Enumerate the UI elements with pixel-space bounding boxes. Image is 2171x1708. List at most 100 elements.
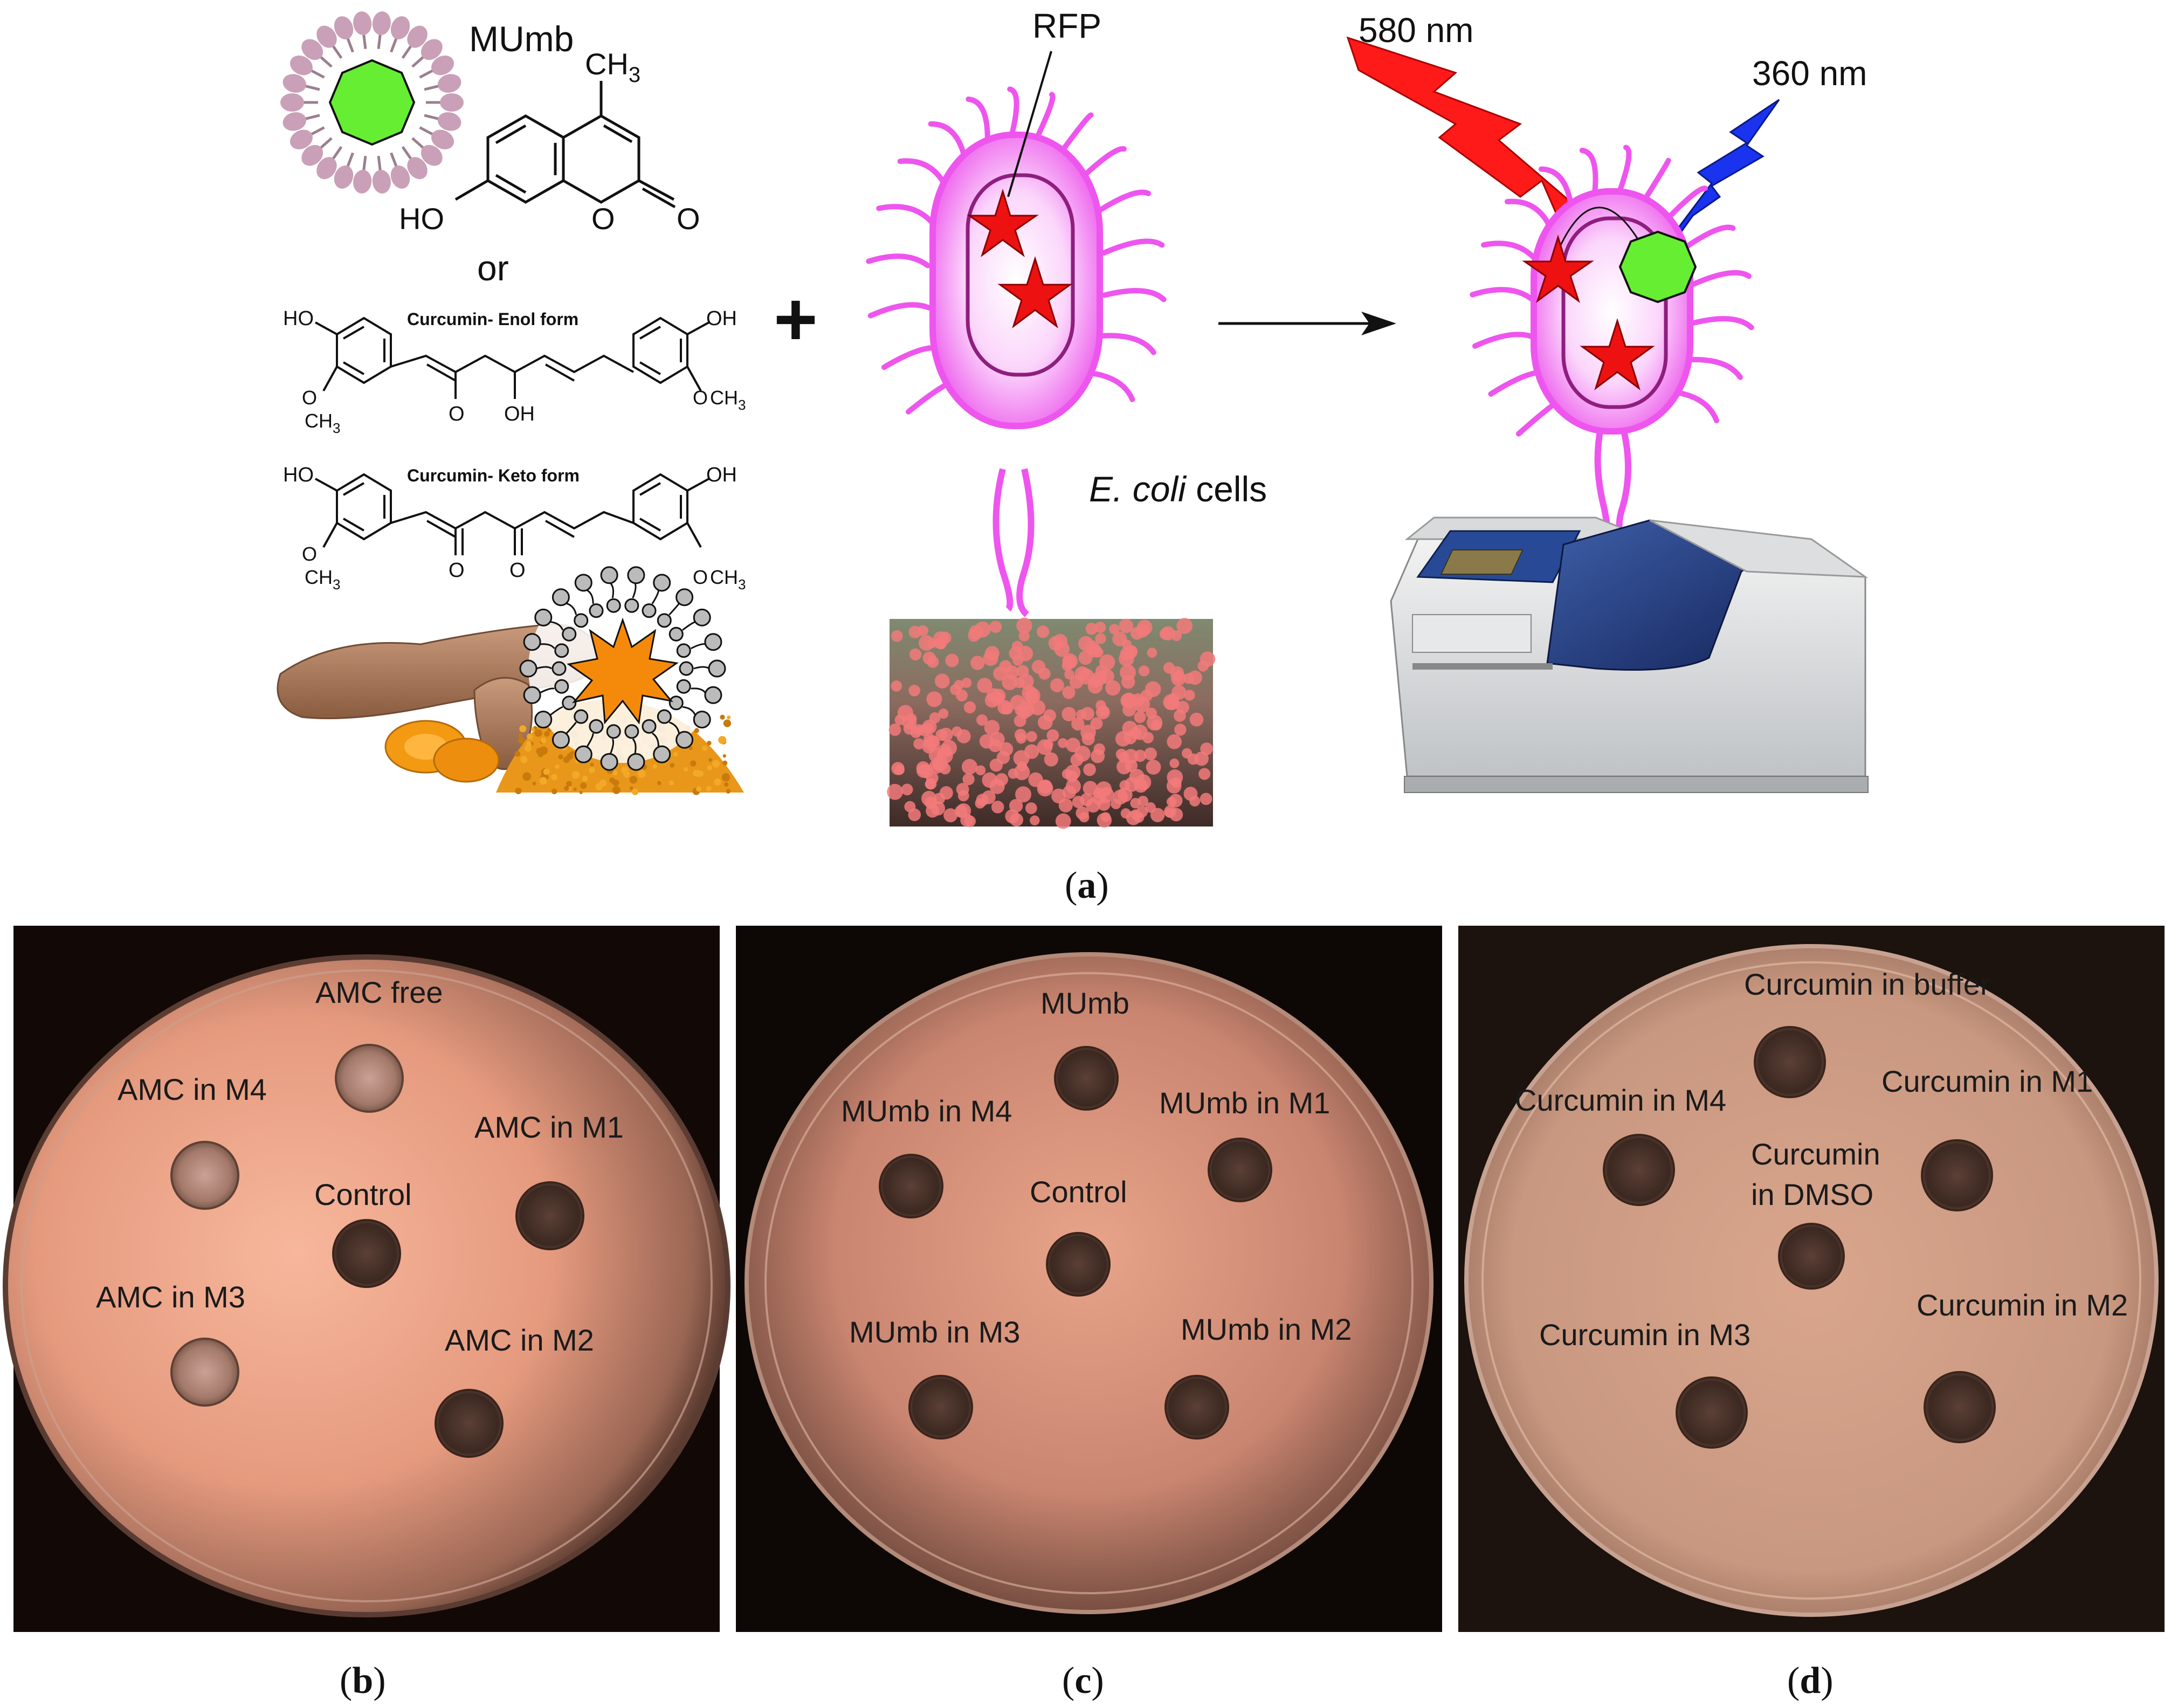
well-amc-m1 <box>515 1181 584 1250</box>
powder-grain <box>629 786 633 790</box>
flagellum <box>1058 112 1094 155</box>
colony-spot <box>1174 724 1187 736</box>
colony-spot <box>961 759 978 775</box>
colony-spot <box>974 621 991 638</box>
powder-grain <box>690 760 697 767</box>
well-amc-free <box>335 1044 404 1113</box>
lipid-head-outer <box>574 574 592 592</box>
plate-label: Control <box>314 1177 412 1211</box>
colony-spot <box>1105 680 1121 696</box>
powder-grain <box>637 769 646 778</box>
colony-spot <box>1065 770 1078 783</box>
lipid-head-inner <box>562 695 577 711</box>
micelle-head <box>437 74 461 93</box>
lipid-tail <box>682 706 696 716</box>
colony-spot <box>908 685 920 697</box>
colony-spot <box>1189 712 1204 727</box>
micelle-head <box>301 39 323 60</box>
lipid-head-inner <box>657 709 672 724</box>
well-curcumin-m2 <box>1924 1371 1996 1443</box>
mumb-structure <box>454 81 676 209</box>
colony-spot <box>1125 759 1138 773</box>
lipid-head-outer <box>574 745 592 763</box>
lipid-head-inner <box>657 613 672 628</box>
micelle-head <box>372 169 391 194</box>
colony-spot <box>927 638 938 649</box>
lipid-head-outer <box>519 659 537 678</box>
powder-grain <box>582 776 588 782</box>
ecoli-cells-label: E. coli cells <box>1089 469 1267 509</box>
colony-spot <box>913 738 925 750</box>
lipid-head-inner <box>668 626 684 642</box>
powder-grain <box>564 786 569 791</box>
lipid-head-outer <box>676 588 694 607</box>
lipid-head-outer <box>552 731 570 749</box>
micelle-head <box>390 165 410 189</box>
lipid-head-outer <box>693 711 711 729</box>
lipid-tail <box>668 721 680 734</box>
colony-spot <box>1062 707 1076 721</box>
lipid-tail <box>690 643 706 650</box>
colony-spot <box>1018 674 1034 690</box>
plate-label: Curcumin in M3 <box>1539 1318 1750 1352</box>
ho-label: HO <box>399 202 444 236</box>
colony-spot <box>928 747 944 763</box>
lipid-tail <box>540 643 555 649</box>
colony-spot <box>1065 738 1080 753</box>
lipid-tail <box>586 589 594 604</box>
lipid-head-inner <box>554 643 569 658</box>
keto-o-right: O <box>509 559 526 582</box>
colony-spot <box>939 786 953 800</box>
lipid-head-outer <box>552 588 570 607</box>
lipid-head-outer <box>600 753 618 771</box>
colony-spot <box>1014 728 1027 741</box>
flagellum <box>1663 185 1708 224</box>
lipid-tail <box>632 582 637 598</box>
colony-spot <box>1170 666 1184 680</box>
powder-grain <box>670 763 675 768</box>
flagellum <box>1488 369 1545 397</box>
micelle-head <box>421 39 443 60</box>
micelle-head <box>390 16 410 40</box>
lipid-tail <box>651 590 659 604</box>
colony-spot <box>1028 772 1043 787</box>
lipid-tail <box>539 687 555 694</box>
colony-spot <box>1136 619 1153 636</box>
micelle-tail <box>319 137 333 150</box>
lipid-head-inner <box>679 661 694 676</box>
colony-spot <box>925 778 937 790</box>
powder-grain <box>712 760 720 768</box>
micelle-tail <box>377 155 382 173</box>
powder-grain <box>668 780 674 786</box>
plate-label: Curcumin in M2 <box>1917 1288 2128 1322</box>
lipid-head-outer <box>653 574 671 592</box>
colony-spot <box>996 750 1010 765</box>
micelle-headgroups <box>280 11 464 194</box>
flagellum <box>1472 332 1536 349</box>
cell-membrane <box>966 173 1075 377</box>
colony-spot <box>1095 665 1108 678</box>
flagellum <box>1538 166 1574 209</box>
colony-spot <box>1198 768 1211 780</box>
micelle-head <box>290 56 313 75</box>
colony-spot <box>952 726 962 737</box>
colony-spot <box>1095 633 1106 644</box>
colony-spot <box>903 722 916 735</box>
colony-spot <box>894 765 905 775</box>
rfp-star <box>997 256 1073 328</box>
enol-ho-left: HO <box>283 307 314 330</box>
flagellum <box>1579 147 1598 196</box>
enol-oh-right: OH <box>706 307 737 330</box>
drug-octagon <box>328 59 416 146</box>
micelle-head <box>437 112 461 131</box>
micelle-tail <box>304 84 320 91</box>
lipid-tail <box>586 733 594 748</box>
powder-grain <box>714 778 721 786</box>
lipid-head-inner <box>574 709 589 724</box>
colony-spot <box>963 701 976 714</box>
lipid-head-inner <box>676 643 691 658</box>
flagellum <box>1035 92 1056 140</box>
powder-grain <box>657 781 662 786</box>
colony-spot <box>941 740 957 756</box>
plate-label: in DMSO <box>1751 1177 1873 1211</box>
